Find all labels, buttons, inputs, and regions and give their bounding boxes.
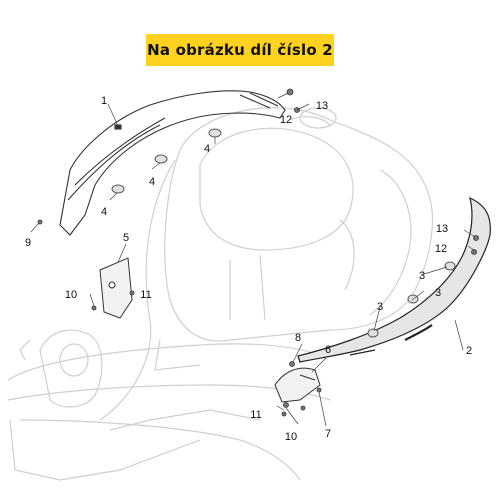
callout-1: 1 [101,95,107,107]
fasteners [37,88,479,417]
callout-7: 7 [325,428,331,440]
callout-12: 12 [435,243,447,255]
scooter-frame-outline [7,107,434,481]
callout-4: 4 [149,176,155,188]
callout-13: 13 [316,100,328,112]
callout-12: 12 [280,114,292,126]
callout-4: 4 [101,206,107,218]
callout-13: 13 [436,223,448,235]
callout-3: 3 [435,287,441,299]
part-number-banner: Na obrázku díl číslo 2 [146,34,334,66]
callout-6: 6 [325,344,331,356]
banner-text: Na obrázku díl číslo 2 [147,41,333,59]
callout-labels: 1 2 3 3 3 4 4 4 5 6 7 8 9 10 10 11 11 12… [25,95,472,443]
callout-5: 5 [123,232,129,244]
part-5-bracket [99,257,133,319]
part-2-side-panel [297,196,491,363]
callout-3: 3 [377,301,383,313]
callout-11: 11 [250,409,261,421]
leader-lines [30,92,476,427]
part-1-side-panel [59,90,286,236]
callout-11: 11 [140,289,151,301]
callout-9: 9 [25,237,31,249]
callout-3: 3 [419,270,425,282]
callout-10: 10 [65,289,77,301]
callout-2: 2 [466,345,472,357]
callout-10: 10 [285,431,297,443]
callout-8: 8 [295,332,301,344]
callout-4: 4 [204,143,210,155]
part-6-cover [274,367,321,403]
